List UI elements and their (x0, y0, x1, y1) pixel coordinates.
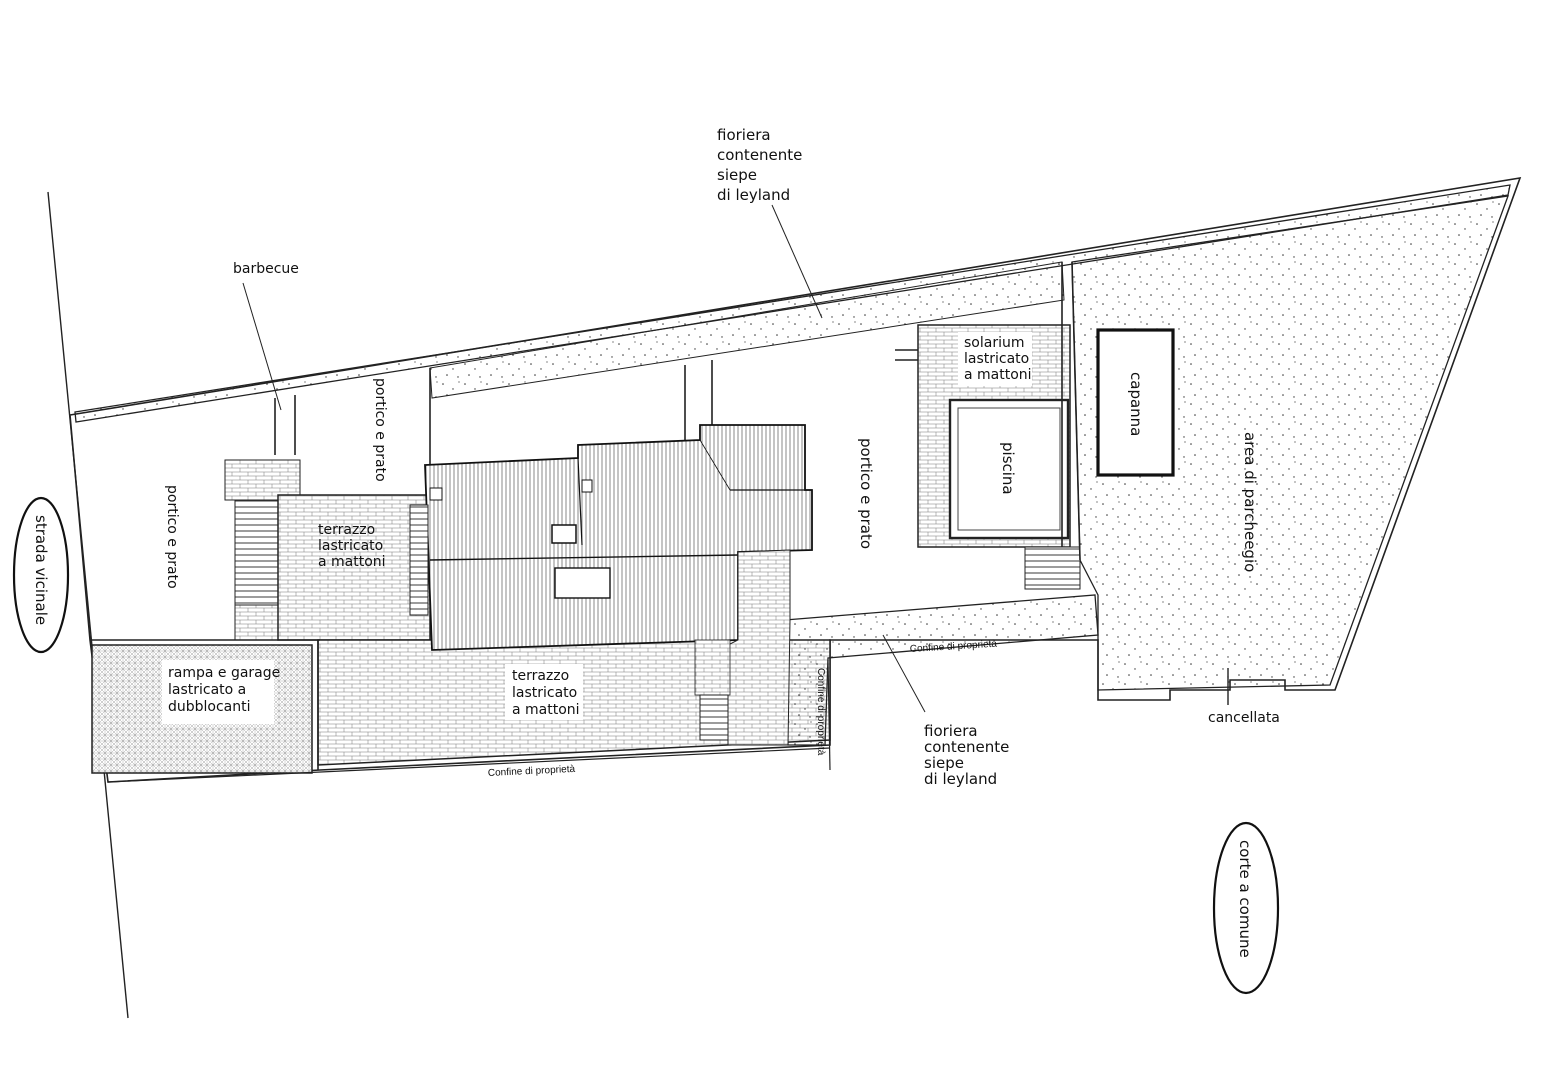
label-fioriera-top: fioriera contenente siepe di leyland (717, 126, 807, 204)
bottom-steps (699, 694, 729, 741)
label-terrazzo-left: terrazzo lastricato a mattoni (318, 522, 388, 570)
svg-text:rampa e garage lastricat: rampa e garage lastricato a dubblocanti (168, 665, 285, 715)
label-portico-mid: portico e prato (372, 378, 388, 482)
label-parcheggio: area di parcheegio (1241, 432, 1259, 572)
boundary-bottom (107, 747, 831, 783)
label-fioriera-bottom: fioriera contenente siepe di leyland (924, 722, 1014, 788)
label-rampa-group: rampa e garage lastricato a dubblocanti (162, 660, 285, 724)
courtyard-ellipse (1212, 821, 1280, 995)
label-solarium-group: solarium lastricato a mattoni (958, 332, 1034, 386)
label-cancellata: cancellata (1208, 710, 1280, 726)
leader-lines (242, 204, 926, 713)
svg-text:terrazzo lastricato: terrazzo lastricato a mattoni (512, 668, 582, 718)
label-terrazzo-bottom-group: terrazzo lastricato a mattoni (505, 664, 583, 720)
planter-strip-top (74, 184, 1511, 423)
internal-walls (90, 261, 1081, 770)
property-outline (69, 176, 1522, 783)
label-corte: corte a comune (1236, 840, 1254, 958)
label-confine-vertical: Confine di proprietà (815, 668, 826, 756)
label-confine-right: Confine di proprietà (910, 639, 998, 655)
label-capanna: capanna (1127, 372, 1145, 436)
brick-small (694, 639, 731, 696)
label-portico-left: portico e prato (164, 485, 180, 589)
label-piscina: piscina (999, 442, 1017, 495)
label-strada: strada vicinale (32, 515, 50, 625)
terrace-left (277, 494, 431, 641)
road-ellipse (12, 496, 70, 654)
svg-text:solarium lastricato: solarium lastricato a mattoni (964, 335, 1034, 383)
brick-side (727, 549, 791, 746)
label-portico-right: portico e prato (857, 438, 875, 549)
pool-steps (1024, 546, 1081, 590)
label-barbecue: barbecue (233, 261, 299, 277)
label-confine-bottom: Confine di proprietà (488, 764, 576, 779)
road-edge-line (47, 191, 129, 1019)
boundary-vertical (827, 659, 831, 771)
capanna-shed (1096, 328, 1175, 477)
